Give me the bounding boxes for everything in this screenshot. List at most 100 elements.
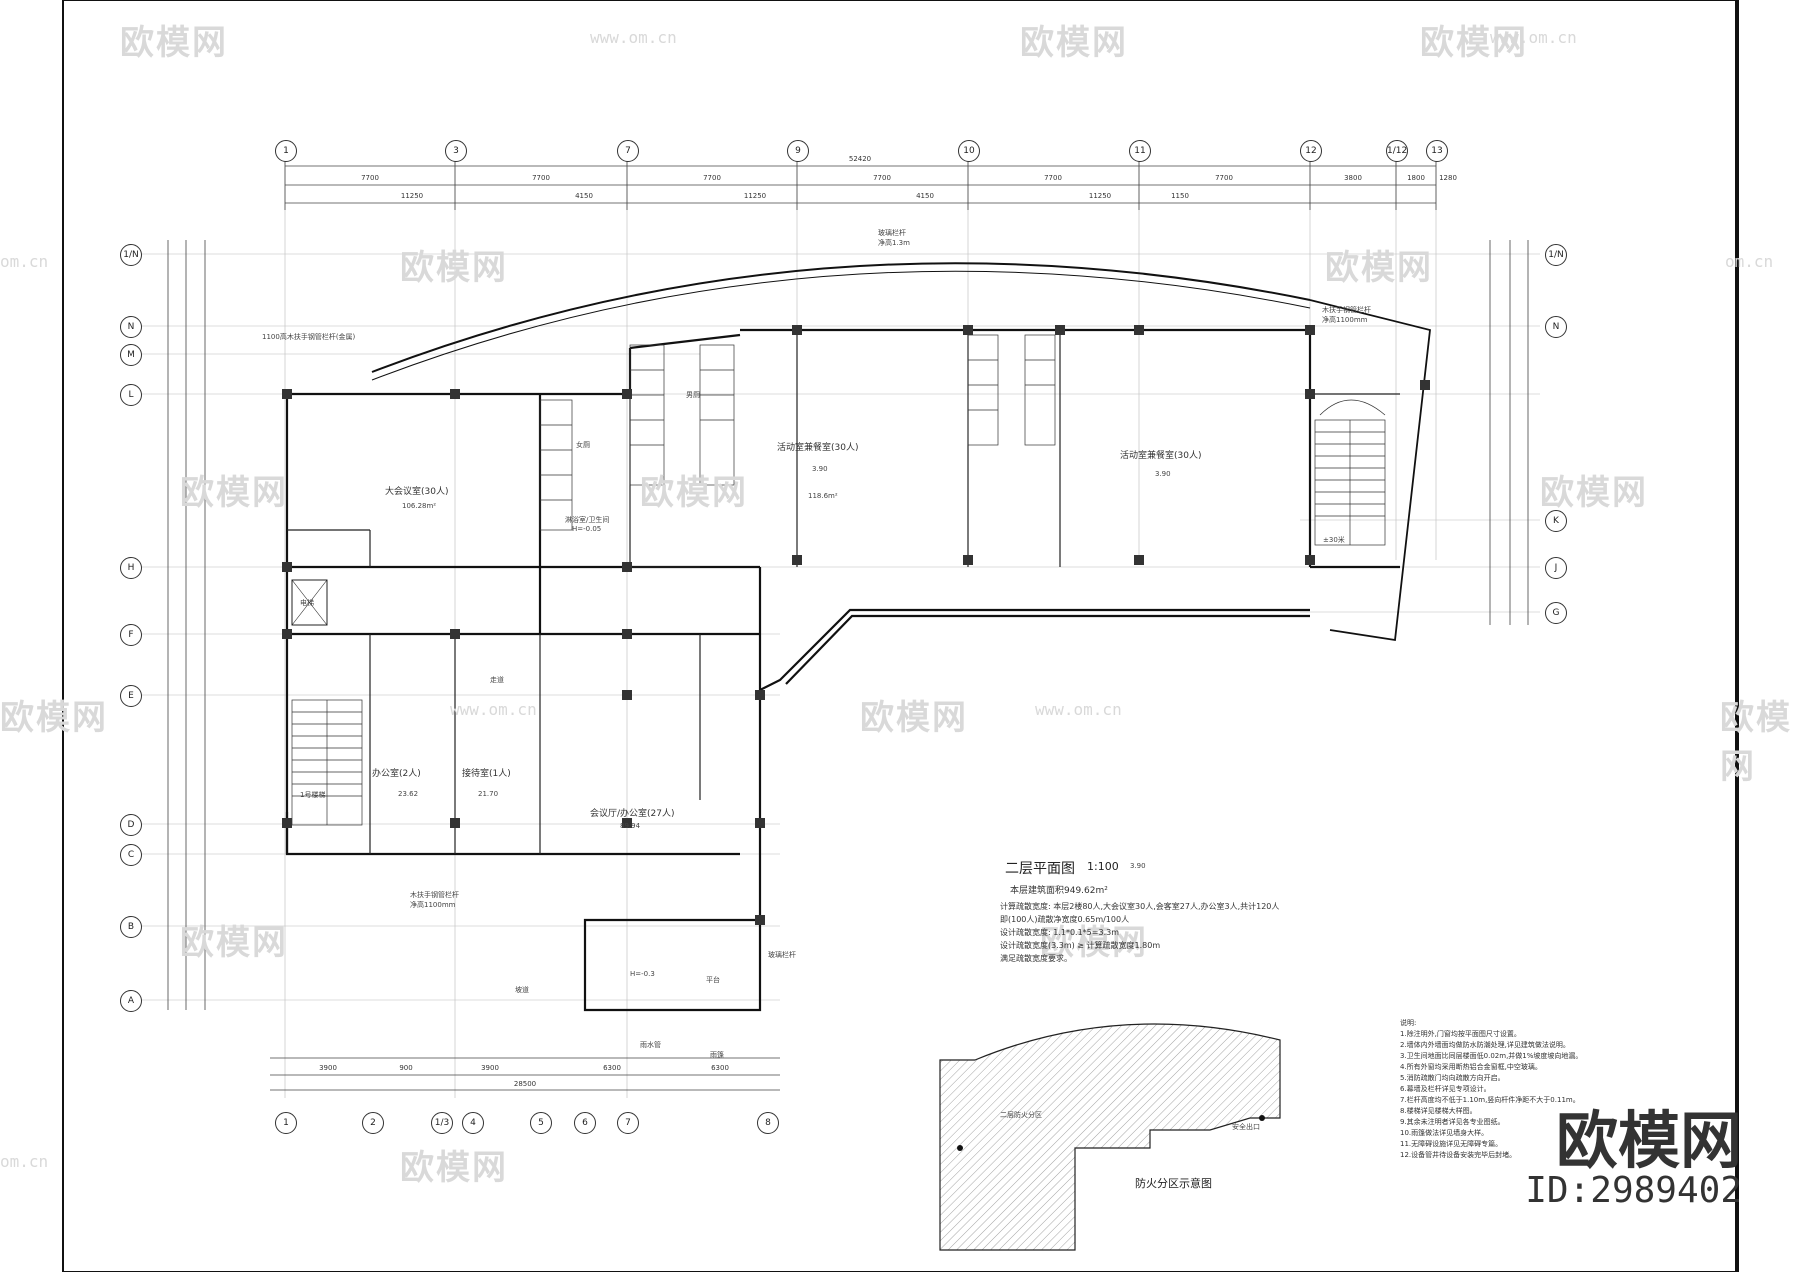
axis-bubble: A <box>120 990 142 1012</box>
axis-bubble: H <box>120 557 142 579</box>
annotation-glass-rail: 玻璃栏杆 <box>768 951 796 959</box>
annotation-rain-pipe: 雨水管 <box>640 1041 661 1049</box>
axis-bubble: K <box>1545 510 1567 532</box>
axis-bubble: D <box>120 814 142 836</box>
note-line: 11.无障碍设施详见无障碍专篇。 <box>1400 1140 1503 1148</box>
sheet-border-right <box>1736 0 1739 1272</box>
room-level-activity-1: 3.90 <box>812 465 828 473</box>
axis-bubble: 12 <box>1300 140 1322 162</box>
dimension-text: 7700 <box>1215 174 1233 182</box>
watermark-brand: 欧模网 <box>120 23 228 63</box>
curved-canopy-edge <box>371 262 1311 373</box>
dimension-text: 7700 <box>873 174 891 182</box>
dimension-text: 11250 <box>400 192 424 200</box>
axis-bubble: F <box>120 624 142 646</box>
watermark-url: om.cn <box>0 1152 49 1171</box>
axis-bubble: 9 <box>787 140 809 162</box>
room-label-corridor: 走道 <box>490 676 504 684</box>
room-level-balcony: H=-0.3 <box>630 970 655 978</box>
room-level-activity-2: 3.90 <box>1155 470 1171 478</box>
dimension-text: 7700 <box>703 174 721 182</box>
note-line: 3.卫生间地面比同层楼面低0.02m,并做1%坡度坡向地漏。 <box>1400 1052 1583 1060</box>
annotation-rail-right-height: 净高1100mm <box>1322 316 1368 324</box>
dimension-lines-bottom <box>270 1057 780 1091</box>
note-line: 9.其余未注明者详见各专业图纸。 <box>1400 1118 1505 1126</box>
axis-bubble: 1 <box>275 1112 297 1134</box>
dimension-text: 6300 <box>603 1064 621 1072</box>
note-line: 8.楼梯详见楼梯大样图。 <box>1400 1107 1477 1115</box>
room-area-activity-1: 118.6m² <box>808 492 838 500</box>
dimension-text: 1150 <box>1171 192 1189 200</box>
axis-bubble: L <box>120 384 142 406</box>
dimension-text: 3800 <box>1344 174 1362 182</box>
dimension-text: 900 <box>399 1064 413 1072</box>
annotation-ramp: 坡道 <box>515 986 529 994</box>
dimension-text: 3900 <box>481 1064 499 1072</box>
room-label-toilet: 女厕 <box>576 441 590 449</box>
axis-bubble: J <box>1545 557 1567 579</box>
notes-heading: 说明: <box>1400 1019 1417 1027</box>
axis-bubble: 4 <box>462 1112 484 1134</box>
watermark-url: www.om.cn <box>590 28 677 47</box>
fire-zone-exit: 安全出口 <box>1232 1123 1260 1131</box>
axis-bubble: 7 <box>617 140 639 162</box>
watermark-brand: 欧模网 <box>860 698 968 738</box>
room-label-reception: 接待室(1人) <box>462 769 511 779</box>
watermark-brand: 欧模网 <box>1040 923 1148 963</box>
watermark-brand: 欧模网 <box>1325 248 1433 288</box>
axis-bubble: 13 <box>1426 140 1448 162</box>
axis-bubble: 1 <box>275 140 297 162</box>
note-line: 5.消防疏散门均向疏散方向开启。 <box>1400 1074 1505 1082</box>
room-label-hall: 会议厅/办公室(27人) <box>590 809 675 819</box>
axis-bubble: 6 <box>574 1112 596 1134</box>
watermark-brand: 欧模网 <box>1540 473 1648 513</box>
interior-walls <box>287 330 1400 854</box>
watermark-brand: 欧模网 <box>400 1148 508 1188</box>
annotation-rail-left: 1100高木扶手钢管栏杆(金属) <box>262 333 356 341</box>
area-summary: 本层建筑面积949.62m² <box>1010 886 1108 896</box>
structural-columns <box>282 325 1430 925</box>
room-label-shower: 淋浴室/卫生间 <box>565 516 610 524</box>
watermark-brand: 欧模网 <box>180 473 288 513</box>
room-area-reception: 21.70 <box>478 790 499 798</box>
annotation-rail-top: 玻璃栏杆 <box>878 229 906 237</box>
stair-east-arc <box>1319 399 1386 416</box>
axis-bubble: 5 <box>530 1112 552 1134</box>
fire-zone-title: 防火分区示意图 <box>1135 1177 1212 1190</box>
calc-line: 即(100人)疏散净宽度0.65m/100人 <box>1000 915 1130 924</box>
watermark-url: www.om.cn <box>1035 700 1122 719</box>
axis-bubble: C <box>120 844 142 866</box>
room-label-meeting: 大会议室(30人) <box>385 487 449 497</box>
room-label-platform: 平台 <box>706 976 720 984</box>
dimension-text: 6300 <box>711 1064 729 1072</box>
evacuation-calculation: 计算疏散宽度: 本层2楼80人,大会议室30人,会客室27人,办公室3人,共计1… <box>1000 900 1280 965</box>
watermark-brand: 欧模网 <box>640 473 748 513</box>
note-line: 7.栏杆高度均不低于1.10m,竖向杆件净距不大于0.11m。 <box>1400 1096 1580 1104</box>
axis-bubble: 10 <box>958 140 980 162</box>
axis-bubble: 7 <box>617 1112 639 1134</box>
watermark-brand: 欧模网 <box>180 923 288 963</box>
annotation-rail-bottom: 木扶手钢管栏杆 <box>410 891 459 899</box>
curved-canopy-inner <box>371 270 1311 381</box>
axis-bubble: G <box>1545 602 1567 624</box>
watermark-brand: 欧模网 <box>1420 23 1528 63</box>
stair-west <box>291 699 363 826</box>
axis-bubble: 1/N <box>120 244 142 266</box>
note-line: 6.幕墙及栏杆详见专项设计。 <box>1400 1085 1491 1093</box>
dimension-text: 11250 <box>743 192 767 200</box>
axis-bubble: 1/3 <box>431 1112 453 1134</box>
calc-line: 计算疏散宽度: 本层2楼80人,大会议室30人,会客室27人,办公室3人,共计1… <box>1000 902 1280 911</box>
dimension-text: 7700 <box>1044 174 1062 182</box>
annotation-rail-top-height: 净高1.3m <box>878 239 910 247</box>
fire-zone-label: 二层防火分区 <box>1000 1111 1042 1119</box>
calc-line: 满足疏散宽度要求。 <box>1000 954 1072 963</box>
room-label-office: 办公室(2人) <box>372 769 421 779</box>
axis-bubble: B <box>120 916 142 938</box>
drawing-title: 二层平面图 <box>1005 861 1075 877</box>
note-line: 10.雨篷做法详见墙身大样。 <box>1400 1129 1489 1137</box>
watermark-url: om.cn <box>1725 252 1774 271</box>
dimension-text: 11250 <box>1088 192 1112 200</box>
note-line: 12.设备管井待设备安装完毕后封堵。 <box>1400 1151 1517 1159</box>
axis-bubble: N <box>120 316 142 338</box>
room-label-toilet-m: 男厕 <box>686 391 700 399</box>
